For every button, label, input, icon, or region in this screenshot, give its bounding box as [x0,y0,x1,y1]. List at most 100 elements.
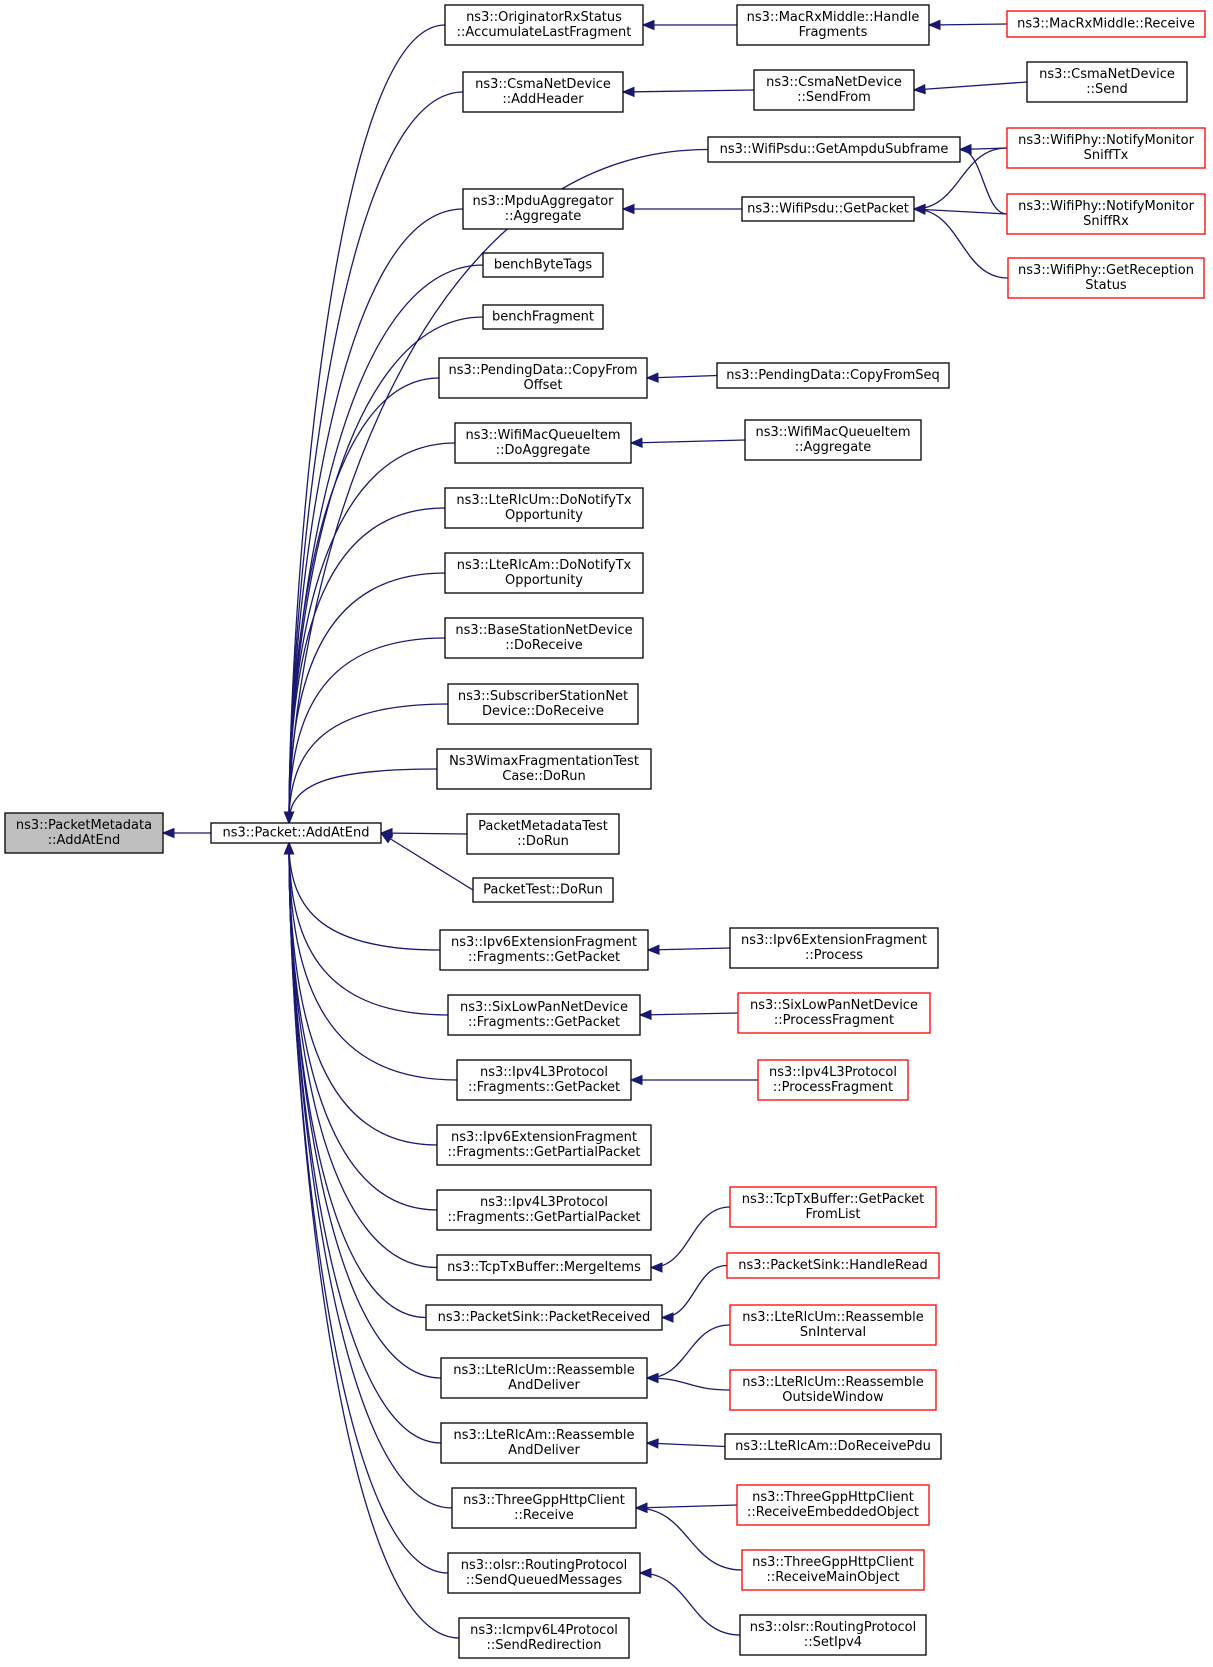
node-box[interactable] [4,812,164,854]
node-box[interactable] [707,136,961,163]
node-ipv6frag-partial[interactable]: ns3::Ipv6ExtensionFragment::Fragments::G… [436,1124,652,1166]
node-box[interactable] [729,1186,937,1228]
node-macrx-recv[interactable]: ns3::MacRxMiddle::Receive [1006,10,1206,38]
node-orig-acc[interactable]: ns3::OriginatorRxStatus::AccumulateLastF… [444,4,644,46]
node-box[interactable] [462,188,624,230]
node-box[interactable] [726,1252,940,1279]
node-box[interactable] [1006,193,1206,235]
node-box[interactable] [447,683,639,725]
node-root[interactable]: ns3::PacketMetadata::AddAtEnd [4,812,164,854]
node-olsr-setipv4[interactable]: ns3::olsr::RoutingProtocol::SetIpv4 [739,1614,927,1656]
node-box[interactable] [736,4,930,46]
node-sixlow-get[interactable]: ns3::SixLowPanNetDevice::Fragments::GetP… [447,994,641,1036]
node-psdu-get[interactable]: ns3::WifiPsdu::GetPacket [741,196,915,222]
node-ipv4l3-partial[interactable]: ns3::Ipv4L3Protocol::Fragments::GetParti… [436,1189,652,1231]
node-box[interactable] [729,1304,937,1346]
node-bench-bytetags[interactable]: benchByteTags [482,252,604,278]
node-box[interactable] [456,1059,632,1101]
node-box[interactable] [753,69,915,111]
node-box[interactable] [757,1059,909,1101]
node-box[interactable] [444,552,644,594]
node-ipv4l3-get[interactable]: ns3::Ipv4L3Protocol::Fragments::GetPacke… [456,1059,632,1101]
node-packet-addatend[interactable]: ns3::Packet::AddAtEnd [210,822,382,844]
node-box[interactable] [447,994,641,1036]
node-csma-sendfrom[interactable]: ns3::CsmaNetDevice::SendFrom [753,69,915,111]
node-box[interactable] [729,1369,937,1411]
node-box[interactable] [436,1189,652,1231]
node-tcptx-merge[interactable]: ns3::TcpTxBuffer::MergeItems [436,1254,652,1281]
node-box[interactable] [438,357,648,399]
node-wmqi-doagg[interactable]: ns3::WifiMacQueueItem::DoAggregate [454,422,632,464]
node-psdu-ampdu[interactable]: ns3::WifiPsdu::GetAmpduSubframe [707,136,961,163]
node-pending-seq[interactable]: ns3::PendingData::CopyFromSeq [716,362,950,389]
node-box[interactable] [1006,10,1206,38]
node-box[interactable] [444,617,644,659]
node-box[interactable] [482,252,604,278]
node-box[interactable] [741,196,915,222]
node-box[interactable] [737,992,931,1034]
node-sixlow-proc[interactable]: ns3::SixLowPanNetDevice::ProcessFragment [737,992,931,1034]
node-pt-dorun[interactable]: PacketTest::DoRun [472,877,614,903]
node-http-reo[interactable]: ns3::ThreeGppHttpClient::ReceiveEmbedded… [736,1484,930,1526]
node-box[interactable] [736,1484,930,1526]
node-box[interactable] [1006,127,1206,169]
node-box[interactable] [466,813,620,855]
node-box[interactable] [210,822,382,844]
node-box[interactable] [724,1433,942,1460]
node-box[interactable] [447,1552,641,1594]
node-csma-addheader[interactable]: ns3::CsmaNetDevice::AddHeader [462,71,624,113]
node-box[interactable] [739,1614,927,1656]
node-pmt-dorun[interactable]: PacketMetadataTest::DoRun [466,813,620,855]
node-mpdu-agg[interactable]: ns3::MpduAggregator::Aggregate [462,188,624,230]
node-box[interactable] [462,71,624,113]
node-bsnd-recv[interactable]: ns3::BaseStationNetDevice::DoReceive [444,617,644,659]
node-box[interactable] [451,1487,637,1529]
node-box[interactable] [716,362,950,389]
node-box[interactable] [729,927,939,969]
node-box[interactable] [440,1357,648,1399]
node-box[interactable] [482,304,604,330]
node-box[interactable] [444,487,644,529]
node-box[interactable] [440,1422,648,1464]
node-box[interactable] [1007,257,1205,299]
node-bench-frag[interactable]: benchFragment [482,304,604,330]
node-olsr-sqm[interactable]: ns3::olsr::RoutingProtocol::SendQueuedMe… [447,1552,641,1594]
node-http-recv[interactable]: ns3::ThreeGppHttpClient::Receive [451,1487,637,1529]
node-ipv6frag-get[interactable]: ns3::Ipv6ExtensionFragment::Fragments::G… [439,929,649,971]
node-sink-pr[interactable]: ns3::PacketSink::PacketReceived [425,1304,663,1331]
node-box[interactable] [439,929,649,971]
node-box[interactable] [436,1124,652,1166]
node-box[interactable] [1026,61,1188,103]
node-box[interactable] [744,419,922,461]
node-box[interactable] [444,4,644,46]
node-box[interactable] [436,748,652,790]
node-ipv4l3-proc[interactable]: ns3::Ipv4L3Protocol::ProcessFragment [757,1059,909,1101]
node-box[interactable] [425,1304,663,1331]
node-box[interactable] [472,877,614,903]
node-csma-send[interactable]: ns3::CsmaNetDevice::Send [1026,61,1188,103]
node-box[interactable] [741,1549,925,1591]
node-box[interactable] [436,1254,652,1281]
node-sink-hr[interactable]: ns3::PacketSink::HandleRead [726,1252,940,1279]
node-box[interactable] [454,422,632,464]
node-ipv6frag-proc[interactable]: ns3::Ipv6ExtensionFragment::Process [729,927,939,969]
node-icmp-redir[interactable]: ns3::Icmpv6L4Protocol::SendRedirection [458,1617,630,1659]
node-rlcam-drp[interactable]: ns3::LteRlcAm::DoReceivePdu [724,1433,942,1460]
node-http-rmo[interactable]: ns3::ThreeGppHttpClient::ReceiveMainObje… [741,1549,925,1591]
node-box[interactable] [458,1617,630,1659]
node-wmqi-agg[interactable]: ns3::WifiMacQueueItem::Aggregate [744,419,922,461]
node-ssnd-recv[interactable]: ns3::SubscriberStationNetDevice::DoRecei… [447,683,639,725]
